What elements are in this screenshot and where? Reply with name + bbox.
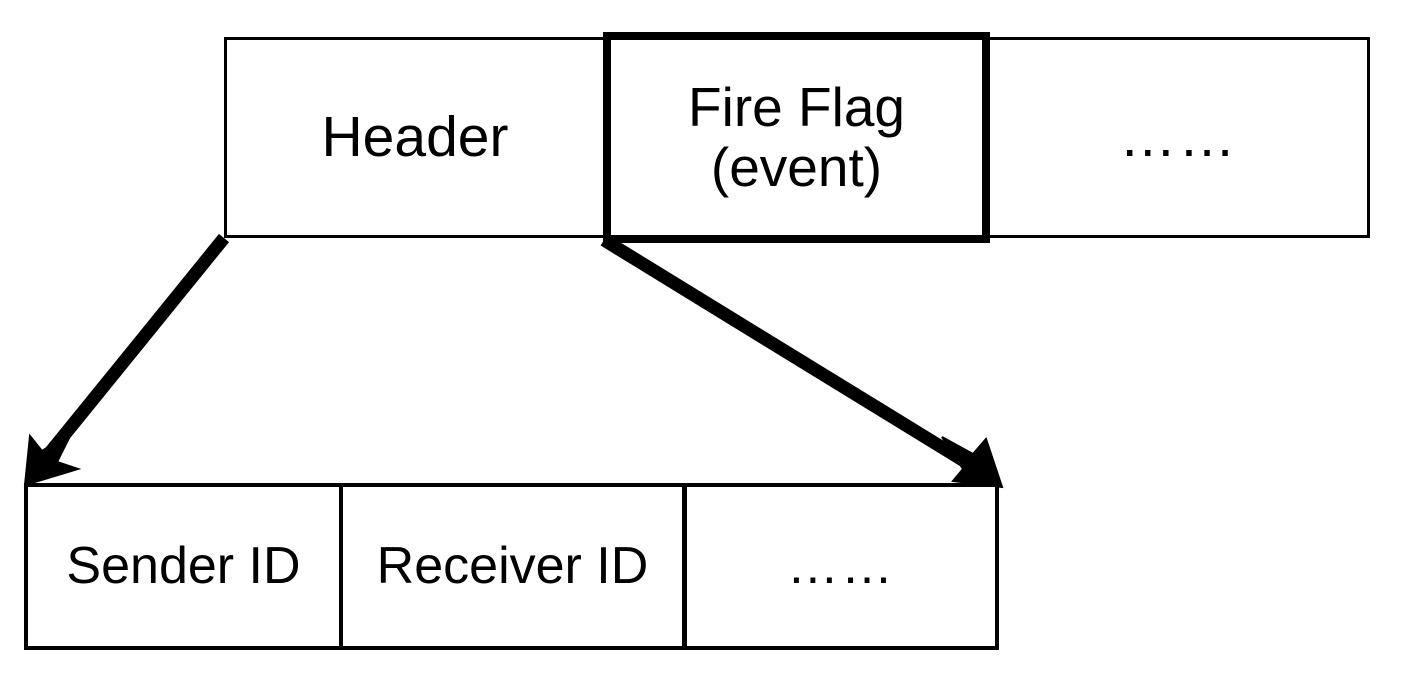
message-packet-row: Header …… Fire Flag (event) — [224, 32, 1370, 243]
packet-field-more: …… — [990, 37, 1370, 238]
header-field-receiver-id: Receiver ID — [339, 483, 682, 650]
arrow-header-to-payload-right — [600, 234, 1004, 489]
ellipsis-icon: …… — [786, 537, 896, 596]
ellipsis-icon: …… — [1119, 104, 1238, 169]
header-detail-row: Sender ID Receiver ID …… — [24, 483, 999, 650]
arrow-header-to-payload-left — [23, 233, 230, 487]
packet-field-header: Header — [224, 37, 603, 238]
header-field-sender-id: Sender ID — [24, 483, 339, 650]
packet-field-fire-flag: Fire Flag (event) — [603, 32, 990, 243]
header-field-more: …… — [682, 483, 999, 650]
